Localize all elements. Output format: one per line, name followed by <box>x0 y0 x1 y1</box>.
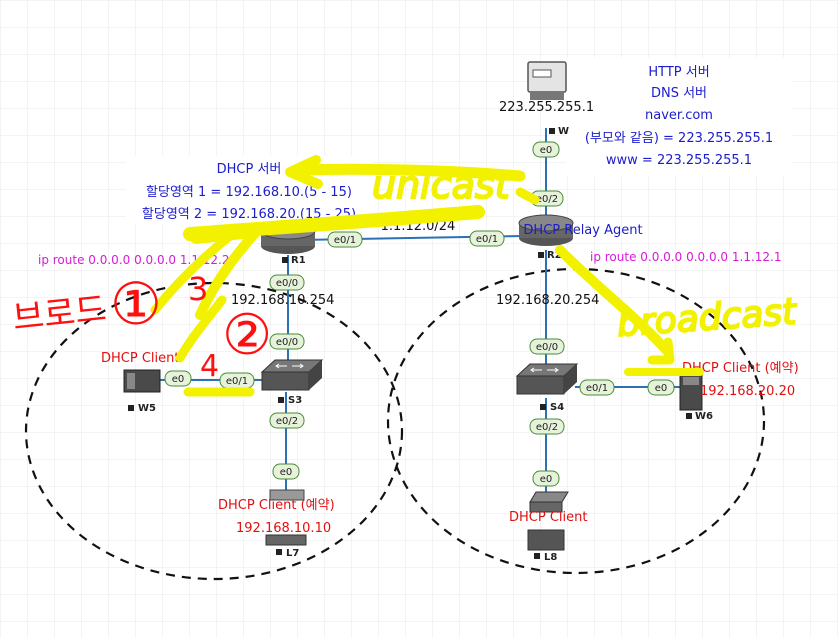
svg-text:e0/2: e0/2 <box>276 416 298 427</box>
naver-label: naver.com <box>645 108 713 123</box>
broadcast-korean-handwritten: 브로드 <box>11 289 109 339</box>
server-info-box <box>566 58 792 176</box>
w-name: W <box>558 126 569 137</box>
port-r1-e00: e0/0 <box>269 274 305 291</box>
broadcast-left-arrow-1 <box>195 225 263 320</box>
port-w5-e0: e0 <box>164 370 192 387</box>
s3-name: S3 <box>288 395 302 406</box>
svg-text:e0/0: e0/0 <box>276 337 298 348</box>
pc-w6[interactable] <box>679 373 703 411</box>
step1-circle: ① <box>110 270 162 338</box>
r2-ip-label: 192.168.20.254 <box>496 293 599 308</box>
port-r2-e00: e0/0 <box>529 338 565 355</box>
w6-client-label: DHCP Client (예약) <box>682 361 799 376</box>
port-r1-e01: e0/1 <box>327 231 363 248</box>
s4-name: S4 <box>550 402 564 413</box>
switch-s4[interactable] <box>515 363 579 395</box>
svg-text:e0: e0 <box>172 374 185 385</box>
svg-text:e0/1: e0/1 <box>476 234 498 245</box>
svg-text:e0/1: e0/1 <box>586 383 608 394</box>
svg-text:e0/2: e0/2 <box>536 194 558 205</box>
w5-client-label: DHCP Client <box>101 351 179 366</box>
http-server-label: HTTP 서버 <box>648 65 709 80</box>
dns-server-label: DNS 서버 <box>651 86 707 101</box>
parent-same-label: (부모와 같음) = 223.255.255.1 <box>585 131 773 146</box>
port-s3-e00: e0/0 <box>269 333 305 350</box>
svg-text:e0/0: e0/0 <box>536 342 558 353</box>
svg-text:e0: e0 <box>280 467 293 478</box>
www-label: www = 223.255.255.1 <box>606 153 752 168</box>
pc-icon <box>269 489 305 501</box>
r1-route-label: ip route 0.0.0.0 0.0.0.0 1.1.12.2 <box>38 253 230 267</box>
unicast-arrow-line <box>294 163 526 182</box>
unicast-handwritten: unicast <box>372 163 512 207</box>
port-r2-e01: e0/1 <box>469 230 505 247</box>
port-w6-e0: e0 <box>647 379 675 396</box>
r2-name: R2 <box>547 250 562 261</box>
pc-l8[interactable] <box>527 491 569 551</box>
port-w-e0: e0 <box>532 141 560 158</box>
router-icon <box>518 214 574 232</box>
port-s3-e01: e0/1 <box>219 372 255 389</box>
server-w[interactable] <box>527 61 567 100</box>
highlighter-annotations <box>150 155 704 397</box>
switch-s3[interactable] <box>260 359 324 391</box>
pc-w5[interactable] <box>123 369 161 393</box>
port-l7-e0: e0 <box>272 463 300 480</box>
l7-ip-label: 192.168.10.10 <box>236 521 331 536</box>
broadcast-right-arrow <box>555 245 673 357</box>
port-s3-e02: e0/2 <box>269 412 305 429</box>
svg-text:e0/1: e0/1 <box>334 235 356 246</box>
w6-name: W6 <box>695 411 713 422</box>
dhcp-server-label: DHCP 서버 <box>217 162 282 177</box>
port-s4-e01: e0/1 <box>579 379 615 396</box>
pc-icon <box>529 491 569 503</box>
segment-circle-left <box>24 281 404 581</box>
svg-text:e0/0: e0/0 <box>276 278 298 289</box>
svg-text:e0/2: e0/2 <box>536 422 558 433</box>
svg-text:e0: e0 <box>540 474 553 485</box>
r1-ip-label: 192.168.10.254 <box>231 293 334 308</box>
pool1-label: 할당영역 1 = 192.168.10.(5 - 15) <box>146 185 352 200</box>
relay-agent-label: DHCP Relay Agent <box>523 223 642 238</box>
text-labels: 223.255.255.1 HTTP 서버 DNS 서버 naver.com (… <box>38 65 799 536</box>
router-r2[interactable] <box>518 214 574 246</box>
unicast-arrow-head <box>285 155 323 189</box>
port-l8-e0: e0 <box>532 470 560 487</box>
r2-route-label: ip route 0.0.0.0 0.0.0.0 1.1.12.1 <box>590 250 782 264</box>
l8-client-label: DHCP Client <box>509 510 587 525</box>
r1-name: R1 <box>291 255 306 266</box>
w6-ip-label: 192.168.20.20 <box>700 384 795 399</box>
w5-name: W5 <box>138 403 156 414</box>
l7-client-label: DHCP Client (예약) <box>218 498 335 513</box>
port-labels: e0 e0/2 e0/1 e0/1 e0/0 e0/0 e0/0 e0/1 e0… <box>164 141 675 487</box>
red-pen-annotations: 브로드 ① 3 ② 4 <box>11 270 272 384</box>
step4-mark: 4 <box>200 349 219 384</box>
svg-text:e0/1: e0/1 <box>226 376 248 387</box>
pc-l7[interactable] <box>265 489 307 546</box>
broadcast-left-arrow-2 <box>175 295 227 363</box>
step2-circle: ② <box>222 303 272 368</box>
step3-mark: 3 <box>188 270 208 308</box>
svg-text:e0: e0 <box>655 383 668 394</box>
pool2-label: 할당영역 2 = 192.168.20.(15 - 25) <box>142 207 356 222</box>
svg-text:e0: e0 <box>540 145 553 156</box>
w-ip-label: 223.255.255.1 <box>499 100 594 115</box>
w-status-square <box>549 128 555 134</box>
l7-name: L7 <box>286 548 299 559</box>
l8-name: L8 <box>544 552 557 563</box>
port-s4-e02: e0/2 <box>529 418 565 435</box>
